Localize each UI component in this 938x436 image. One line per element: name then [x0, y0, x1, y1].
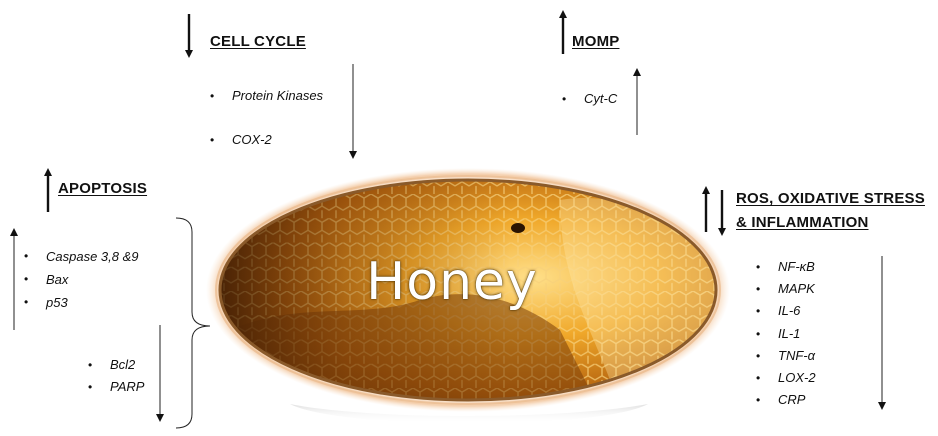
list-item: Protein Kinases [206, 74, 323, 118]
ros-heading-line2: & INFLAMMATION [736, 214, 869, 231]
list-item: TNF-α [752, 345, 816, 367]
list-item: Bax [20, 268, 139, 291]
list-item: Cyt-C [558, 88, 617, 110]
apoptosis-up-list: Caspase 3,8 &9 Bax p53 [20, 245, 139, 314]
list-item: Bcl2 [84, 354, 144, 376]
honey-title: Honey [352, 252, 552, 312]
list-item: CRP [752, 389, 816, 411]
apoptosis-down-list: Bcl2 PARP [84, 354, 144, 398]
ros-list: NF-κB MAPK IL-6 IL-1 TNF-α LOX-2 CRP [752, 256, 816, 411]
list-item: COX-2 [206, 118, 323, 162]
list-item: Caspase 3,8 &9 [20, 245, 139, 268]
cell-cycle-heading: CELL CYCLE [210, 33, 306, 50]
list-item: IL-6 [752, 300, 816, 322]
momp-list: Cyt-C [558, 88, 617, 110]
list-item: NF-κB [752, 256, 816, 278]
ros-heading-line1: ROS, OXIDATIVE STRESS [736, 190, 925, 207]
list-item: MAPK [752, 278, 816, 300]
list-item: PARP [84, 376, 144, 398]
apoptosis-heading: APOPTOSIS [58, 180, 147, 197]
list-item: IL-1 [752, 323, 816, 345]
list-item: LOX-2 [752, 367, 816, 389]
list-item: p53 [20, 291, 139, 314]
cell-cycle-list: Protein Kinases COX-2 [206, 74, 323, 162]
momp-heading: MOMP [572, 33, 619, 50]
